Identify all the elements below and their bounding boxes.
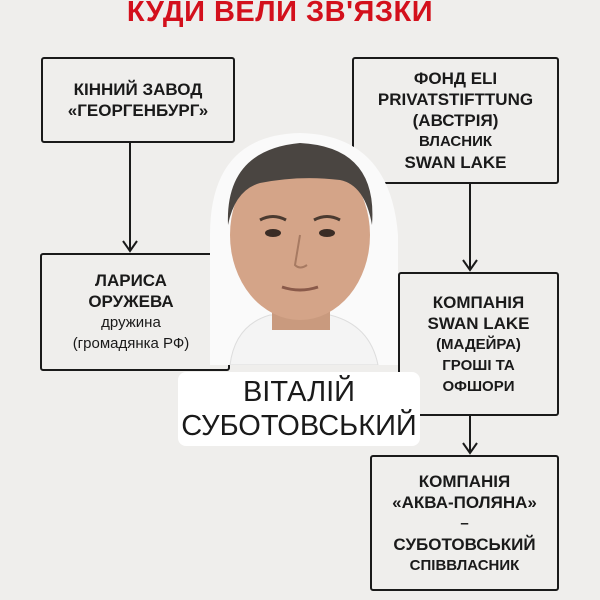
page-title: КУДИ ВЕЛИ ЗВ'ЯЗКИ	[126, 0, 434, 28]
node-text: КІННИЙ ЗАВОД	[73, 80, 203, 99]
node-text: ОФШОРИ	[442, 377, 515, 395]
node-text: дружина	[101, 314, 161, 331]
node-akva-polyana: КОМПАНІЯ «АКВА-ПОЛЯНА» – СУБОТОВСЬКИЙ СП…	[370, 455, 559, 591]
node-text: СУБОТОВСЬКИЙ	[393, 534, 536, 554]
node-text: SWAN LAKE	[427, 313, 530, 333]
node-text: SWAN LAKE	[404, 153, 507, 172]
node-text: «ГЕОРГЕНБУРГ»	[67, 101, 209, 120]
node-swan-lake: КОМПАНІЯ SWAN LAKE (МАДЕЙРА) ГРОШІ ТА ОФ…	[398, 272, 559, 416]
node-text: (МАДЕЙРА)	[436, 335, 521, 353]
node-text: –	[460, 514, 469, 532]
node-text: «АКВА-ПОЛЯНА»	[392, 492, 537, 512]
person-name-label: ВІТАЛІЙ СУБОТОВСЬКИЙ	[178, 372, 420, 446]
person-last-name: СУБОТОВСЬКИЙ	[181, 410, 417, 442]
person-first-name: ВІТАЛІЙ	[242, 376, 356, 408]
person-photo	[210, 133, 398, 365]
node-text: ГРОШІ ТА	[442, 356, 515, 374]
node-text: PRIVATSTIFTTUNG	[377, 90, 534, 109]
node-text: СПІВВЛАСНИК	[409, 556, 520, 574]
node-text: ВЛАСНИК	[418, 133, 493, 150]
node-text: (громадянка РФ)	[72, 335, 190, 352]
node-text: ОРУЖЕВА	[88, 292, 174, 311]
node-stud-farm: КІННИЙ ЗАВОД «ГЕОРГЕНБУРГ»	[41, 57, 235, 143]
node-text: ЛАРИСА	[95, 271, 167, 290]
node-text: (АВСТРІЯ)	[412, 111, 499, 130]
node-text: ФОНД ELI	[413, 69, 498, 88]
node-fund: ФОНД ELI PRIVATSTIFTTUNG (АВСТРІЯ) ВЛАСН…	[352, 57, 559, 184]
node-wife: ЛАРИСА ОРУЖЕВА дружина (громадянка РФ)	[40, 253, 230, 371]
node-text: КОМПАНІЯ	[418, 471, 511, 491]
node-text: КОМПАНІЯ	[432, 292, 525, 312]
